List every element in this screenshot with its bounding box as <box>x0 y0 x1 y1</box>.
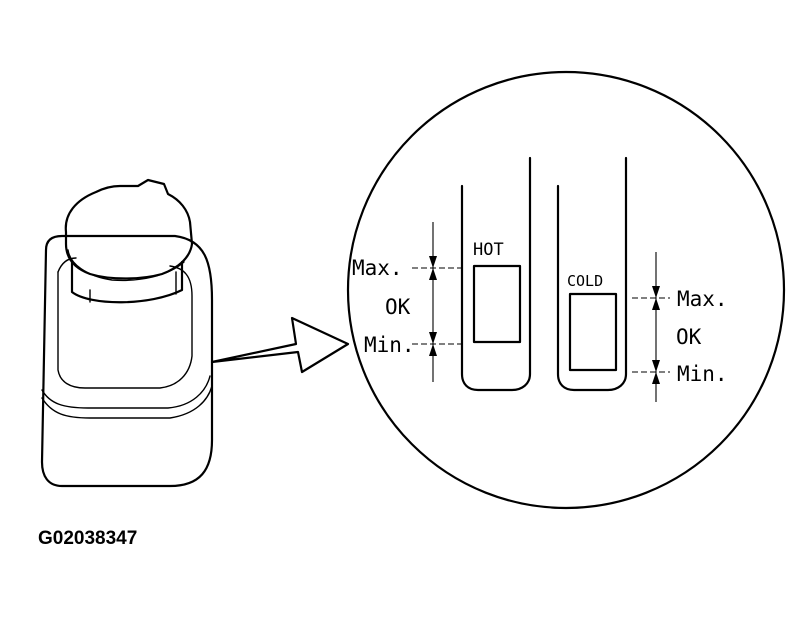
hot-max-label: Max. <box>352 256 403 280</box>
hot-tube: HOT <box>460 156 532 392</box>
cold-tube: COLD <box>556 156 628 392</box>
hot-label: HOT <box>473 240 504 260</box>
pointer-arrow <box>210 316 350 374</box>
cold-min-label: Min. <box>677 362 728 386</box>
cold-window <box>568 292 618 372</box>
figure-code: G02038347 <box>38 528 137 549</box>
cold-max-label: Max. <box>677 287 728 311</box>
cold-level-indicators: Max. OK Min. <box>632 252 728 402</box>
hot-window <box>472 264 522 344</box>
hot-ok-label: OK <box>385 295 411 319</box>
reservoir-cap <box>64 178 194 304</box>
hot-level-indicators: Max. OK Min. <box>352 222 462 382</box>
cold-ok-label: OK <box>676 325 702 349</box>
cold-label: COLD <box>567 272 603 290</box>
reservoir-tank <box>40 234 214 488</box>
hot-min-label: Min. <box>364 333 415 357</box>
magnify-circle <box>346 70 786 510</box>
